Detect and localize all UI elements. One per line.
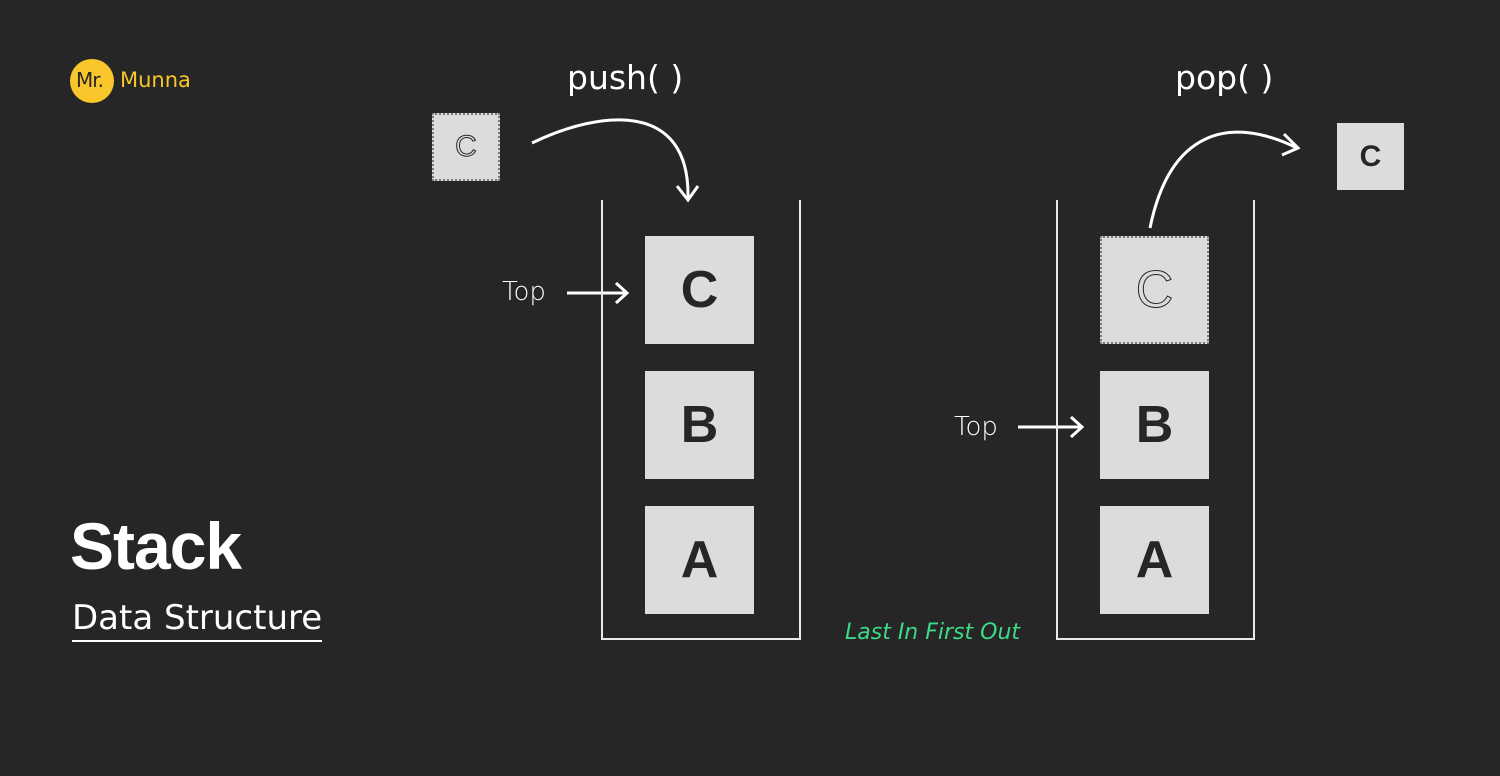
logo-name-text: Munna [120, 68, 191, 92]
pop-block-bottom: A [1100, 506, 1209, 614]
pop-label: pop( ) [1175, 58, 1274, 97]
lifo-caption: Last In First Out [845, 620, 1021, 645]
push-top-label: Top [502, 277, 546, 307]
page-title: Stack [70, 509, 242, 583]
pop-top-label: Top [954, 412, 998, 442]
pop-block-middle: B [1100, 371, 1209, 479]
push-arrowhead [675, 185, 700, 203]
pop-removed-letter: C [1135, 261, 1174, 320]
push-block-bottom: A [645, 506, 754, 614]
pop-stack-container [1056, 200, 1255, 640]
pop-removed-block: C [1100, 236, 1209, 344]
push-incoming-block: C [432, 113, 500, 181]
pop-curve-arrow [1148, 130, 1298, 229]
push-block-top: C [645, 236, 754, 344]
push-top-arrowhead [614, 281, 630, 305]
pop-top-arrowhead [1069, 415, 1085, 439]
logo-mr-text: Mr. [76, 68, 104, 92]
push-curve-arrow [531, 118, 690, 199]
page-subtitle: Data Structure [72, 598, 323, 642]
pop-outgoing-block: C [1337, 123, 1404, 190]
push-label: push( ) [567, 58, 684, 97]
push-stack-container [601, 200, 801, 640]
push-block-middle: B [645, 371, 754, 479]
logo-badge [70, 59, 114, 103]
pop-arrowhead [1281, 132, 1301, 157]
push-incoming-letter: C [455, 130, 478, 164]
